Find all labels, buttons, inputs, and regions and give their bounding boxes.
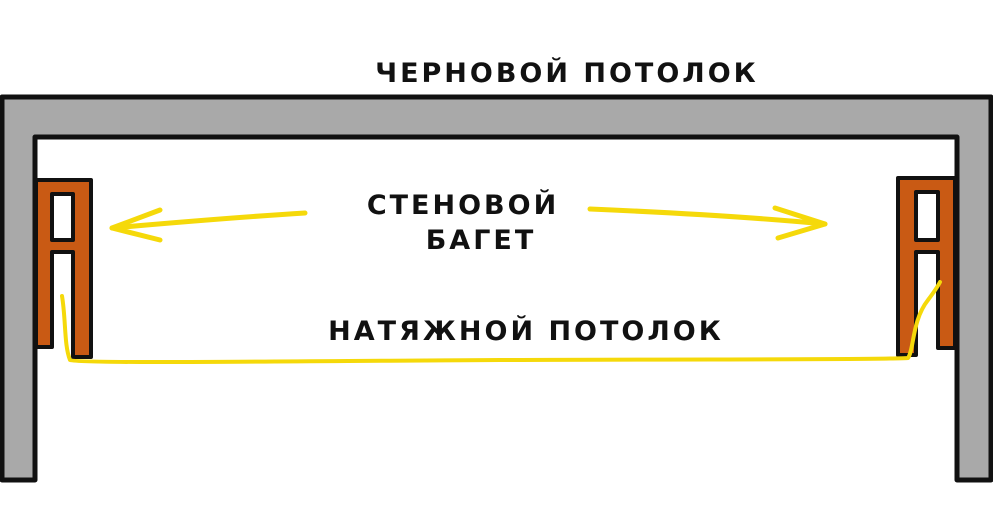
rough-ceiling-slab [0, 94, 993, 483]
stretch-ceiling-membrane [60, 280, 942, 365]
left-arrow [109, 207, 308, 243]
wall-baguette-label-line2: БАГЕТ [426, 225, 537, 256]
stretch-ceiling-label: НАТЯЖНОЙ ПОТОЛОК [328, 315, 724, 347]
left-baguette [34, 178, 93, 359]
right-arrow [587, 205, 828, 241]
wall-baguette-label-line1: СТЕНОВОЙ [367, 189, 559, 221]
rough-ceiling-label: ЧЕРНОВОЙ ПОТОЛОК [375, 57, 759, 89]
right-baguette [896, 176, 957, 357]
